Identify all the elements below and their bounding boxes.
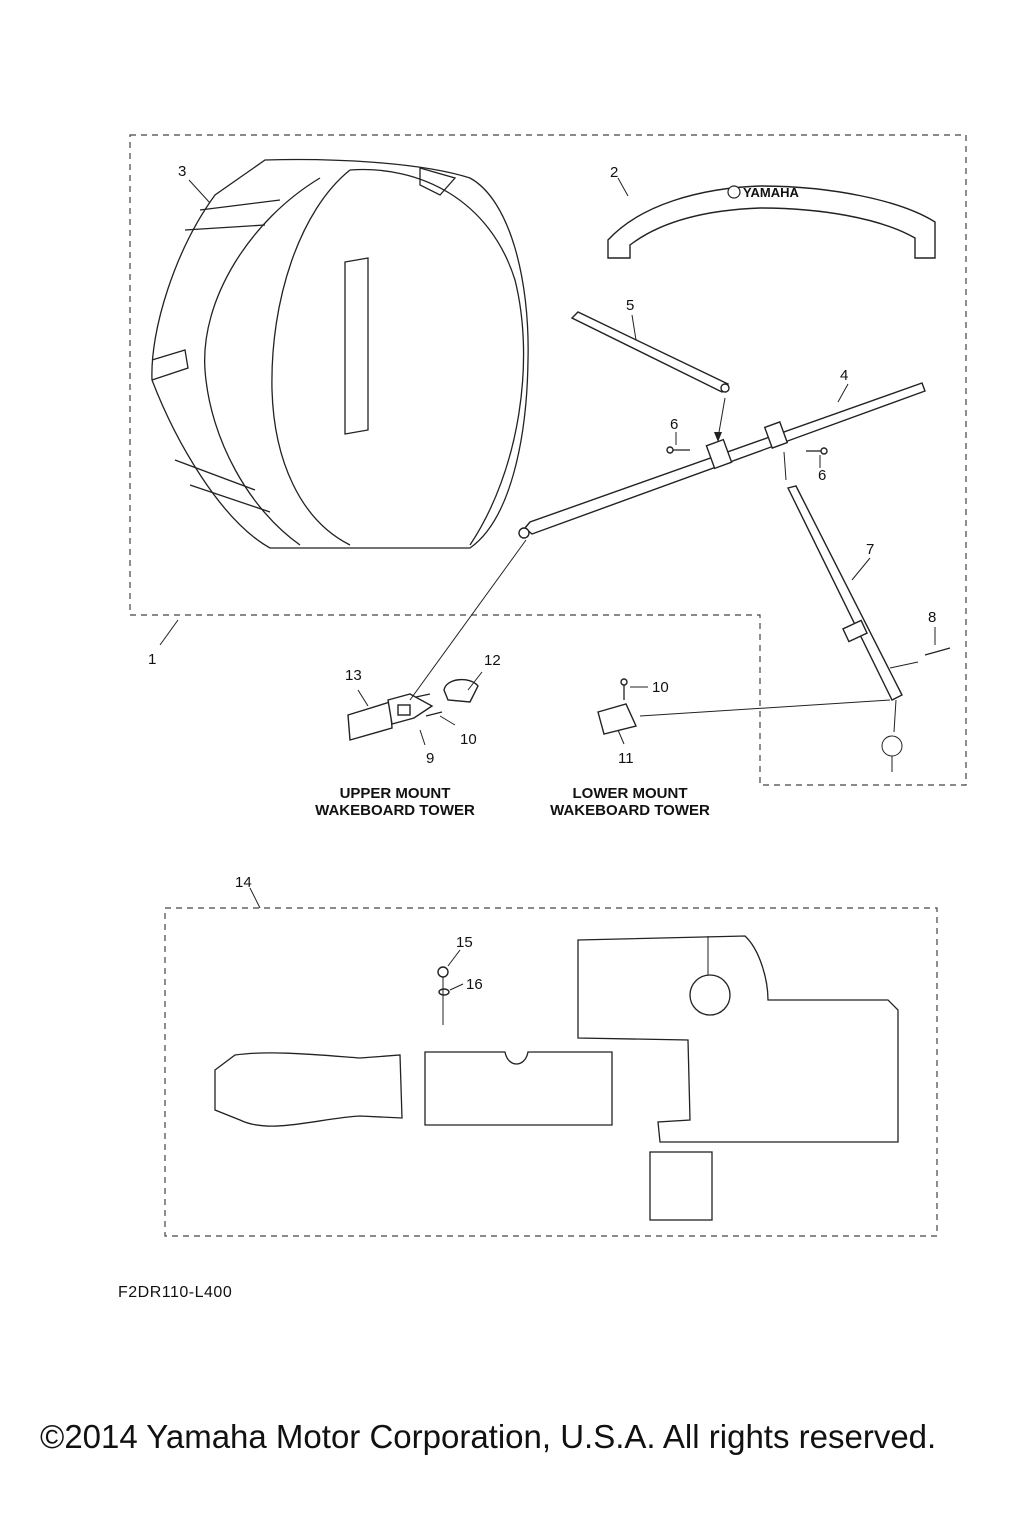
callout-6-right: 6	[818, 467, 826, 484]
callout-10-lower: 10	[652, 679, 669, 696]
callout-4: 4	[840, 367, 848, 384]
lower-mount-subtitle: WAKEBOARD TOWER	[550, 802, 710, 819]
callout-3: 3	[178, 163, 186, 180]
callout-10-upper: 10	[460, 731, 477, 748]
callout-9: 9	[426, 750, 434, 767]
angled-strut	[783, 451, 903, 772]
callout-12: 12	[484, 652, 501, 669]
support-bar-short	[570, 311, 730, 442]
callout-15: 15	[456, 934, 473, 951]
callout-1: 1	[148, 651, 156, 668]
yamaha-logo-icon	[727, 185, 741, 199]
callout-13: 13	[345, 667, 362, 684]
upper-mount-subtitle: WAKEBOARD TOWER	[315, 802, 475, 819]
diagram-code: F2DR110-L400	[118, 1284, 233, 1301]
main-bar-long	[518, 382, 926, 539]
leader-lines	[159, 177, 936, 991]
deck-mat-set	[214, 935, 899, 1221]
upper-mount-title: UPPER MOUNT	[340, 785, 451, 802]
logo-text: YAMAHA	[743, 185, 799, 200]
canopy-cover	[151, 158, 529, 549]
callout-7: 7	[866, 541, 874, 558]
callout-16: 16	[466, 976, 483, 993]
pin-8	[889, 647, 951, 669]
bolt-6-right	[806, 447, 828, 455]
callout-2: 2	[610, 164, 618, 181]
deck-mat-cutout	[689, 974, 731, 1016]
upper-mount-bracket	[347, 539, 527, 741]
callout-6-left: 6	[670, 416, 678, 433]
callout-8: 8	[928, 609, 936, 626]
callout-11: 11	[618, 750, 634, 767]
group-box-part-1	[129, 134, 967, 786]
screw-and-washer	[437, 966, 450, 1025]
lower-mount-bracket	[597, 678, 891, 735]
callout-5: 5	[626, 297, 634, 314]
tower-top-bar: YAMAHA	[607, 185, 936, 259]
group-box-part-14	[164, 907, 938, 1237]
callout-14: 14	[235, 874, 252, 891]
copyright-notice: ©2014 Yamaha Motor Corporation, U.S.A. A…	[40, 1418, 937, 1455]
lower-mount-title: LOWER MOUNT	[573, 785, 688, 802]
bolt-6-left	[666, 446, 690, 454]
